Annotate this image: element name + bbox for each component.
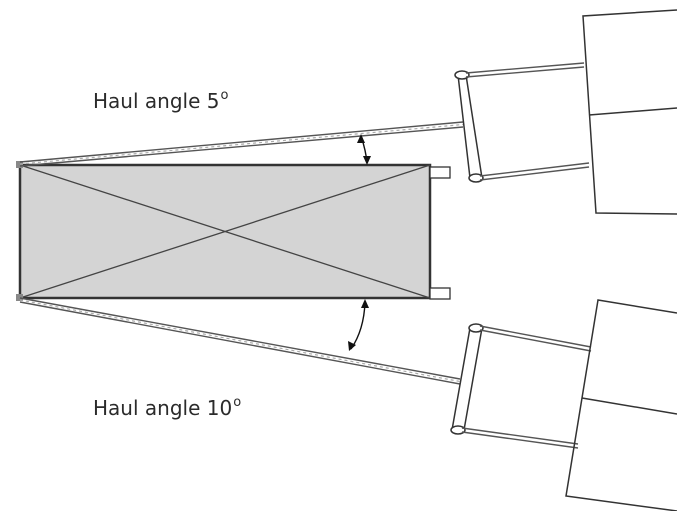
panel-corner-top xyxy=(16,161,23,168)
haul-angle-10-label: Haul angle 10o xyxy=(93,395,241,420)
bottom-spreader-end-lower xyxy=(450,425,466,435)
top-haul-assembly xyxy=(19,9,677,215)
haul-angle-5-text: Haul angle 5 xyxy=(93,89,220,113)
top-winch-frame xyxy=(582,9,677,215)
angle-arrow-bottom xyxy=(348,299,369,351)
bottom-haul-assembly xyxy=(19,297,677,511)
top-spreader-end-lower xyxy=(468,173,484,183)
panel-diagonal-2 xyxy=(19,164,431,299)
degree-symbol: o xyxy=(233,395,242,410)
panel-tab-bottom xyxy=(429,287,451,300)
top-spreader-end-upper xyxy=(454,70,470,80)
top-slings xyxy=(465,62,590,181)
angle-arrow-top xyxy=(357,134,371,165)
haul-angle-10-text: Haul angle 10 xyxy=(93,396,233,420)
panel-corner-bottom xyxy=(16,294,23,301)
haul-angle-5-label: Haul angle 5o xyxy=(93,88,228,113)
degree-symbol: o xyxy=(220,88,229,103)
bottom-slings xyxy=(461,325,592,449)
bottom-spreader-end-upper xyxy=(468,323,484,333)
panel-tab-top xyxy=(429,166,451,179)
bottom-winch-frame xyxy=(565,299,677,511)
load-panel xyxy=(16,161,451,301)
top-haul-rope xyxy=(19,121,464,167)
bottom-haul-rope xyxy=(19,297,461,385)
